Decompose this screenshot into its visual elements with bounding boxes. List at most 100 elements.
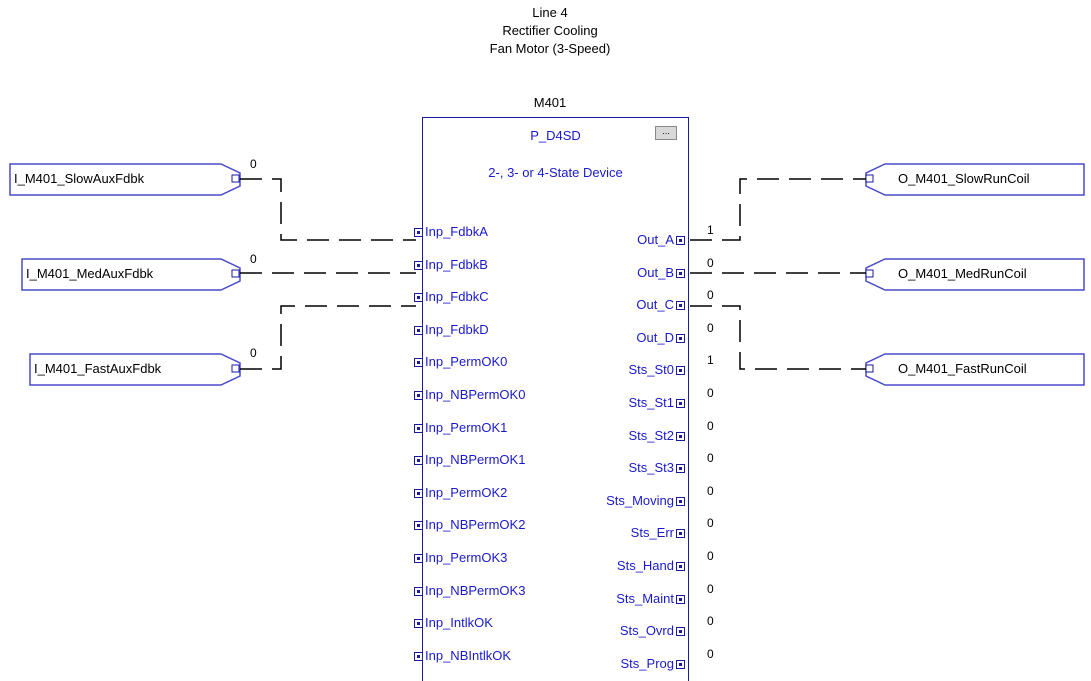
output-pin-value: 0	[707, 288, 714, 302]
output-pin[interactable]: Sts_St2	[540, 428, 685, 444]
input-pin-label: Inp_PermOK3	[425, 550, 508, 565]
input-pin-label: Inp_FdbkA	[425, 224, 488, 239]
input-pin[interactable]: Inp_PermOK2	[414, 485, 507, 501]
output-pin[interactable]: Sts_Maint	[540, 591, 685, 607]
output-pin-value: 0	[707, 419, 714, 433]
input-pin[interactable]: Inp_NBPermOK3	[414, 583, 525, 599]
output-pin-connector	[676, 334, 685, 344]
diagram-subtitle-2: Fan Motor (3-Speed)	[489, 41, 611, 56]
output-pin-connector	[676, 660, 685, 670]
input-pin-label: Inp_NBPermOK3	[425, 583, 526, 598]
output-pin-connector	[676, 236, 685, 246]
block-description: 2-, 3- or 4-State Device	[488, 165, 623, 180]
input-pin-connector	[414, 293, 423, 303]
input-pin-connector	[414, 456, 423, 466]
input-pin-connector	[414, 326, 423, 336]
input-pin-label: Inp_PermOK2	[425, 485, 508, 500]
output-pin[interactable]: Sts_St3	[540, 460, 685, 476]
output-pin-connector	[676, 399, 685, 409]
output-ref-tag-slow[interactable]	[865, 163, 1085, 196]
output-pin[interactable]: Out_C	[540, 297, 685, 313]
input-pin[interactable]: Inp_PermOK0	[414, 354, 507, 370]
input-ref-value-med: 0	[250, 252, 257, 266]
output-pin-label: Sts_Hand	[616, 558, 674, 573]
input-pin[interactable]: Inp_FdbkC	[414, 289, 489, 305]
output-pin[interactable]: Sts_Err	[540, 525, 685, 541]
input-pin-label: Inp_IntlkOK	[425, 615, 493, 630]
input-pin-label: Inp_FdbkC	[425, 289, 489, 304]
output-ref-tag-fast[interactable]	[865, 353, 1085, 386]
input-pin[interactable]: Inp_NBPermOK2	[414, 517, 525, 533]
output-pin-connector	[676, 595, 685, 605]
input-pin[interactable]: Inp_PermOK1	[414, 420, 507, 436]
input-pin[interactable]: Inp_FdbkB	[414, 257, 488, 273]
block-properties-button[interactable]: ...	[655, 126, 677, 140]
output-ref-name-med: O_M401_MedRunCoil	[898, 266, 1027, 281]
input-pin[interactable]: Inp_FdbkD	[414, 322, 489, 338]
output-pin[interactable]: Sts_Moving	[540, 493, 685, 509]
output-pin-value: 0	[707, 451, 714, 465]
input-pin[interactable]: Inp_IntlkOK	[414, 615, 493, 631]
input-pin-label: Inp_NBPermOK2	[425, 517, 526, 532]
output-pin[interactable]: Sts_Prog	[540, 656, 685, 672]
output-pin-label: Sts_St0	[628, 362, 674, 377]
input-ref-value-slow: 0	[250, 157, 257, 171]
output-pin-connector	[676, 301, 685, 311]
function-block[interactable]: P_D4SD ... 2-, 3- or 4-State Device	[422, 117, 689, 681]
output-pin-connector	[676, 627, 685, 637]
output-pin[interactable]: Out_B	[540, 265, 685, 281]
input-ref-value-fast: 0	[250, 346, 257, 360]
output-pin-label: Sts_Ovrd	[619, 623, 674, 638]
output-pin-connector	[676, 562, 685, 572]
input-pin[interactable]: Inp_NBIntlkOK	[414, 648, 511, 664]
output-pin-label: Sts_Err	[630, 525, 674, 540]
output-pin[interactable]: Out_D	[540, 330, 685, 346]
input-pin[interactable]: Inp_NBPermOK0	[414, 387, 525, 403]
output-pin[interactable]: Sts_Hand	[540, 558, 685, 574]
input-pin-connector	[414, 554, 423, 564]
output-pin-connector	[676, 464, 685, 474]
wire-outb-to-slow-coil	[690, 178, 866, 241]
input-pin-connector	[414, 228, 423, 238]
input-pin-label: Inp_NBIntlkOK	[425, 648, 511, 663]
output-pin-label: Out_A	[637, 232, 674, 247]
input-tag-connector	[231, 174, 240, 183]
output-pin-label: Out_B	[637, 265, 674, 280]
output-ref-name-fast: O_M401_FastRunCoil	[898, 361, 1027, 376]
output-tag-connector	[865, 269, 874, 278]
output-pin-value: 0	[707, 582, 714, 596]
input-pin-connector	[414, 521, 423, 531]
output-pin-value: 0	[707, 614, 714, 628]
input-tag-connector	[231, 269, 240, 278]
input-pin-connector	[414, 489, 423, 499]
input-ref-tag-med[interactable]	[21, 258, 241, 291]
input-pin-connector	[414, 391, 423, 401]
input-ref-tag-fast[interactable]	[29, 353, 241, 386]
output-pin[interactable]: Sts_St0	[540, 362, 685, 378]
input-pin-label: Inp_NBPermOK1	[425, 452, 526, 467]
output-pin[interactable]: Sts_Ovrd	[540, 623, 685, 639]
output-ref-tag-med[interactable]	[865, 258, 1085, 291]
input-pin-connector	[414, 619, 423, 629]
input-pin-connector	[414, 261, 423, 271]
input-pin[interactable]: Inp_PermOK3	[414, 550, 507, 566]
output-pin-value: 1	[707, 223, 714, 237]
input-pin[interactable]: Inp_FdbkA	[414, 224, 488, 240]
output-pin-connector	[676, 269, 685, 279]
input-ref-tag-slow[interactable]	[9, 163, 241, 196]
input-pin-connector	[414, 358, 423, 368]
output-pin-connector	[676, 529, 685, 539]
input-ref-name-slow: I_M401_SlowAuxFdbk	[14, 171, 145, 186]
input-pin[interactable]: Inp_NBPermOK1	[414, 452, 525, 468]
output-pin-connector	[676, 366, 685, 376]
output-pin[interactable]: Sts_St1	[540, 395, 685, 411]
output-pin-label: Sts_Moving	[606, 493, 674, 508]
output-pin[interactable]: Out_A	[540, 232, 685, 248]
input-ref-name-fast: I_M401_FastAuxFdbk	[34, 361, 162, 376]
wire-slow-aux-to-fdbkb	[240, 178, 416, 241]
output-pin-label: Sts_St1	[628, 395, 674, 410]
output-tag-connector	[865, 174, 874, 183]
output-pin-value: 0	[707, 516, 714, 530]
